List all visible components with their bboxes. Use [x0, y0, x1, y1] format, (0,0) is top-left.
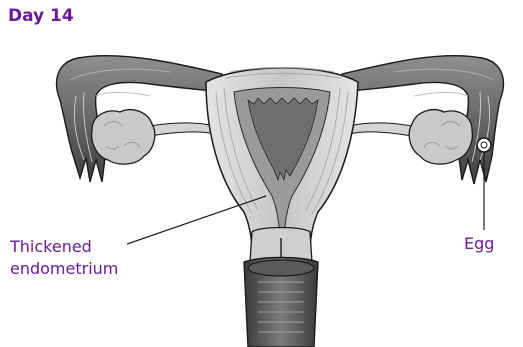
- egg-marker: [477, 138, 491, 152]
- endometrium-label: Thickened endometrium: [10, 236, 118, 280]
- endometrium-label-line2: endometrium: [10, 258, 118, 280]
- left-ovarian-ligament: [150, 123, 214, 136]
- endometrium-leader-line: [127, 196, 266, 244]
- egg-label: Egg: [464, 233, 494, 255]
- vaginal-opening: [248, 260, 314, 276]
- endometrium-label-line1: Thickened: [10, 236, 118, 258]
- right-ovary: [409, 110, 472, 164]
- right-ovarian-ligament: [350, 123, 412, 136]
- left-ovary: [92, 110, 155, 164]
